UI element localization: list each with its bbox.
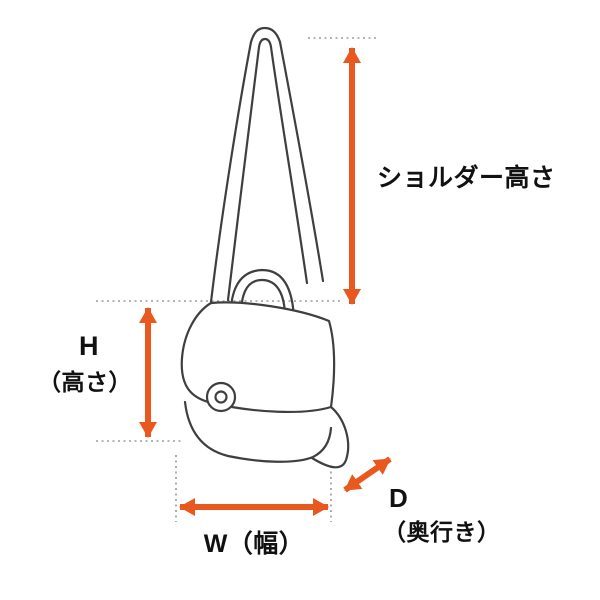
shoulder-strap [209,26,325,304]
width-label: W（幅） [203,530,305,558]
bag-front-panel [183,400,333,463]
depth-label-sub: （奥行き） [383,519,501,545]
height-label-letter: H [79,331,99,361]
height-label-sub: （高さ） [38,369,132,395]
depth-arrow [343,456,392,493]
shoulder-height-label: ショルダー高さ [377,164,556,192]
depth-label-letter: D [389,483,409,513]
bag-flap [180,301,336,414]
bag-clasp [205,381,237,413]
